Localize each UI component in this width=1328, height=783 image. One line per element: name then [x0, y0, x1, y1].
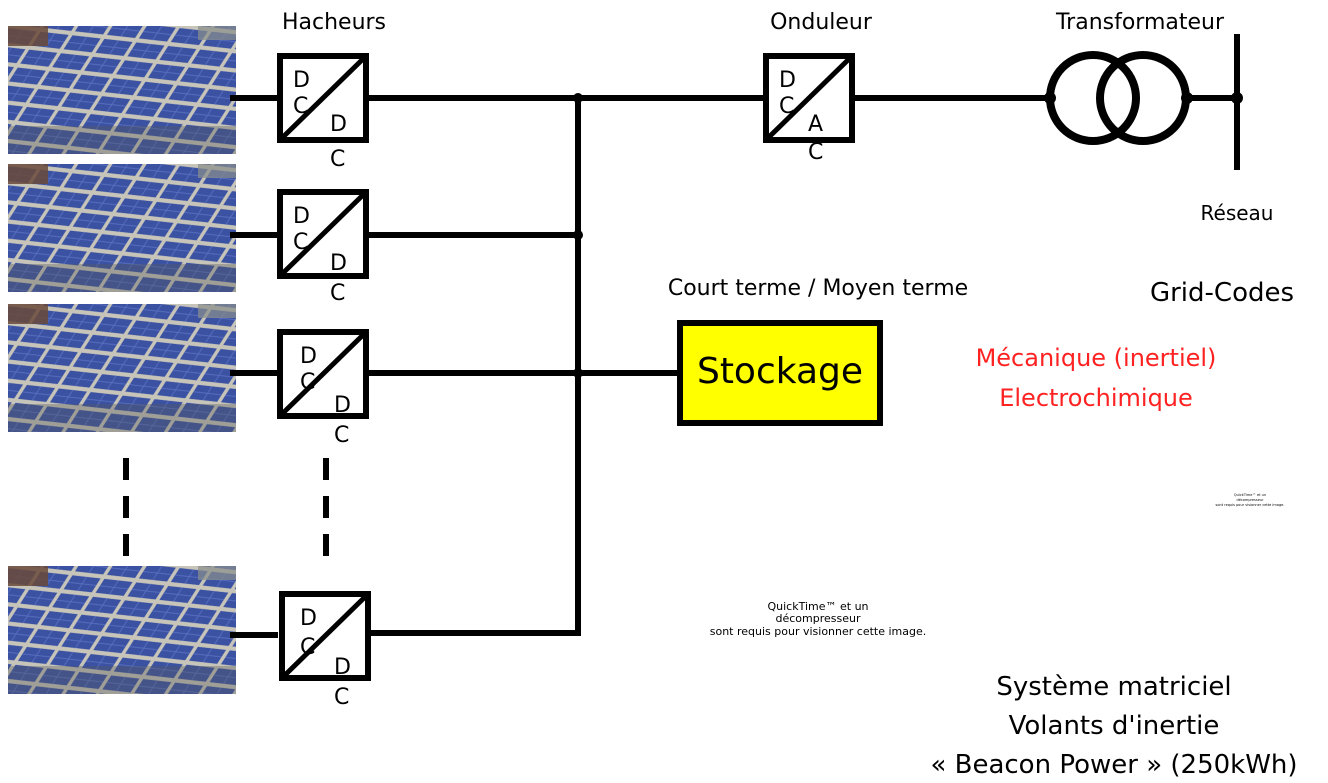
grid-label: Réseau: [1201, 201, 1274, 225]
converter-out-bottom-label: C: [330, 147, 345, 172]
pv-panel-3: [8, 304, 236, 432]
dc-dc-converter-1: D C D C: [280, 56, 366, 172]
converter-in-top-label: D: [293, 68, 310, 93]
converter-out-bottom-label: C: [330, 281, 345, 306]
converter-out-bottom-label: C: [334, 685, 349, 710]
pv-panel-2: [8, 164, 236, 292]
placeholder-line-2: décompresseur: [1236, 498, 1264, 502]
converter-in-top-label: D: [300, 344, 317, 369]
converter-in-top-label: D: [300, 606, 317, 631]
inverter-in-top-label: D: [779, 68, 796, 93]
converter-out-top-label: D: [330, 112, 347, 137]
system-line-1: Système matriciel: [996, 672, 1231, 702]
converter-in-bottom-label: C: [293, 94, 308, 119]
placeholder-line-1: QuickTime™ et un: [1234, 493, 1266, 497]
storage-type-electrochemical: Electrochimique: [999, 384, 1193, 412]
wiring-junctions: [573, 92, 1243, 378]
converter-out-top-label: D: [334, 393, 351, 418]
converter-in-bottom-label: C: [300, 370, 315, 395]
storage-term-label: Court terme / Moyen terme: [668, 276, 968, 301]
converter-out-top-label: D: [334, 655, 351, 680]
dc-ac-inverter: D C A C: [766, 56, 852, 165]
dashed-continuation: [126, 458, 326, 570]
placeholder-line-2: décompresseur: [776, 612, 861, 625]
dc-dc-converter-4: D C D C: [282, 594, 368, 710]
pv-panel-1: [8, 26, 236, 154]
placeholder-line-3: sont requis pour visionner cette image.: [1216, 503, 1285, 507]
storage-label: Stockage: [697, 351, 863, 392]
transformer-symbol: [1050, 55, 1186, 141]
dc-dc-converter-2: D C D C: [280, 192, 366, 306]
system-line-3: « Beacon Power » (250kWh): [930, 750, 1297, 780]
inverter-in-bottom-label: C: [779, 94, 794, 119]
converter-in-top-label: D: [293, 204, 310, 229]
system-line-2: Volants d'inertie: [1009, 711, 1220, 741]
placeholder-line-3: sont requis pour visionner cette image.: [710, 625, 927, 638]
quicktime-placeholder-large: QuickTime™ et un décompresseur sont requ…: [710, 600, 927, 638]
choppers-label: Hacheurs: [282, 10, 386, 35]
inverter-out-bottom-label: C: [808, 140, 823, 165]
converter-out-bottom-label: C: [334, 423, 349, 448]
inverter-label: Onduleur: [770, 10, 873, 35]
converter-out-top-label: D: [330, 251, 347, 276]
grid-codes-label: Grid-Codes: [1150, 278, 1294, 308]
converter-in-bottom-label: C: [293, 230, 308, 255]
pv-panel-4: [8, 566, 236, 694]
converter-in-bottom-label: C: [300, 635, 315, 660]
dc-dc-converter-3: D C D C: [280, 332, 366, 448]
quicktime-placeholder-small: QuickTime™ et un décompresseur sont requ…: [1216, 493, 1285, 507]
inverter-out-top-label: A: [808, 112, 823, 137]
storage-type-mechanical: Mécanique (inertiel): [976, 344, 1217, 372]
transformer-label: Transformateur: [1055, 10, 1225, 35]
